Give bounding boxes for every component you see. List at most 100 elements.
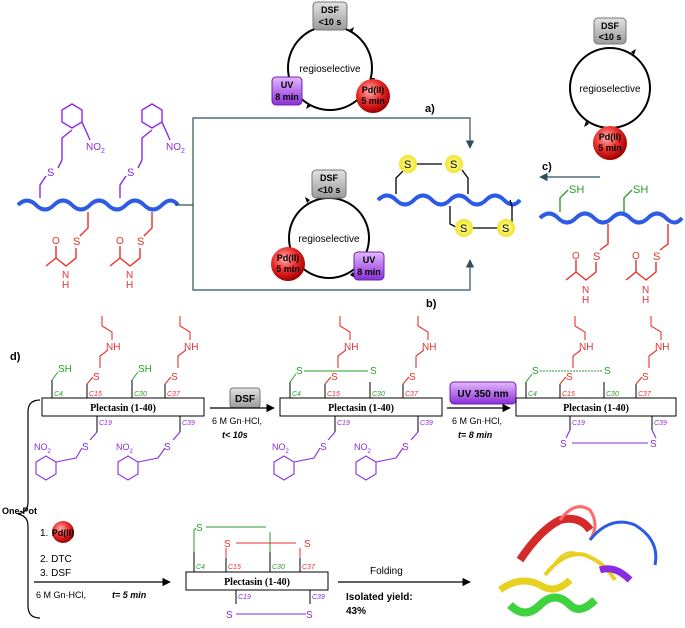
step-1-time: t< 10s [222,430,248,440]
thiol-sh: SH [633,184,648,196]
yield-label: Isolated yield: [346,592,413,603]
thioether-s: S [47,167,54,179]
svg-text:UV: UV [281,80,294,90]
svg-text:5 min: 5 min [276,264,300,274]
acm-n: N [582,285,589,296]
residue-c4: C4 [292,391,301,398]
peptide-backbone-wave [16,198,180,212]
plectasin-bar [41,397,205,417]
svg-text:<10 s: <10 s [318,185,341,195]
acm-s: S [171,372,178,383]
peptide-1: Plectasin (1-40) SH SH S NH S NH C4 C15 [34,316,205,481]
residue-c4: C4 [528,391,537,398]
disulfide-s: S [226,610,233,621]
left-peptide: S S NO2 NO2 S S N H O N H O [16,103,185,291]
residue-c37: C37 [302,564,316,571]
svg-text:Pd(II): Pd(II) [362,85,385,95]
panel-label-b: b) [426,298,437,310]
residue-c39: C39 [312,594,325,601]
thioether-s: S [320,442,327,453]
disulfide-s: S [532,366,539,377]
acm-nh: NH [579,342,593,353]
residue-c19: C19 [238,594,251,601]
acm-o: O [572,251,580,262]
cycle-b-arrow-head [305,197,310,203]
svg-text:DSF: DSF [601,21,620,31]
acm-nh: NH [655,342,669,353]
svg-text:<10 s: <10 s [599,32,622,42]
disulfide-s: S [650,439,657,450]
residue-c15: C15 [89,391,102,398]
residue-c37: C37 [638,391,652,398]
folding-step: Folding Isolated yield: 43% [338,566,471,617]
residue-c19: C19 [337,420,350,427]
thiol-sh: SH [569,184,584,196]
thioether-s: S [653,251,660,263]
uv-badge: UV 8 min [353,251,385,281]
peptide-backbone-wave [538,211,684,225]
nitro-group: NO2 [166,142,185,155]
step-2-time: t= 8 min [458,430,493,440]
step-3-n1: 1. [40,528,48,539]
residue-c37: C37 [405,391,419,398]
disulfide-s-highlight [445,155,463,173]
cycle-c-arrow-head [631,49,636,55]
peptide-2: Plectasin (1-40) S S S NH S NH C4 C15 [272,316,443,481]
uv-badge: UV 8 min [271,76,303,106]
cycle-a-arrow-head [306,103,311,109]
svg-text:DSF: DSF [235,394,255,405]
disulfide-s: S [370,366,377,377]
step-3-dtc: 2. DTC [40,554,72,565]
cycle-a-arrow-head [349,27,354,33]
one-pot-label: One-Pot [2,506,37,516]
residue-c30: C30 [272,564,285,571]
svg-text:8 min: 8 min [357,267,381,277]
cycle-a-label: regioselective [299,64,361,75]
cycle-a: regioselective DSF <10 s UV 8 min Pd(II)… [271,1,435,115]
acm-o: O [52,236,60,247]
thioether-s: S [127,167,134,179]
nitro-group: NO2 [116,442,134,455]
acm-s: S [566,372,573,383]
step-2-conditions: 6 M Gn·HCl, [452,416,502,426]
residue-c15: C15 [327,391,340,398]
route-lines [175,117,600,291]
yield-value: 43% [346,606,366,617]
step-3-time: t= 5 min [112,590,147,600]
thiol-sh: SH [58,364,72,375]
disulfide-s-highlight [455,219,473,237]
peptide-backbone-wave [376,193,522,207]
acm-nh: NH [422,342,436,353]
peptide-final: Plectasin (1-40) S S S C4 C15 C30 C37 C1… [185,523,329,621]
disulfide-s: S [502,223,509,235]
product-peptide: S S S S [376,155,522,237]
dsf-badge: DSF <10 s [593,17,627,45]
nitro-group: NO2 [86,142,105,155]
plectasin-label: Plectasin (1-40) [328,403,394,414]
acm-nh: NH [344,342,358,353]
pd-badge: Pd(II) 5 min [593,126,627,160]
residue-c37: C37 [167,391,181,398]
acm-s: S [409,372,416,383]
acm-h: H [62,280,69,291]
disulfide-s: S [450,159,457,171]
residue-c19: C19 [572,420,585,427]
disulfide-s: S [460,223,467,235]
plectasin-label: Plectasin (1-40) [563,403,629,414]
cycle-c: regioselective DSF <10 s Pd(II) 5 min c) [542,17,651,173]
svg-text:<10 s: <10 s [319,17,342,27]
acm-o: O [632,251,640,262]
nitro-group: NO2 [354,442,372,455]
disulfide-s: S [404,159,411,171]
svg-text:5 min: 5 min [598,143,622,153]
disulfide-s: S [196,523,203,534]
acm-n: N [62,270,69,281]
svg-text:DSF: DSF [321,5,340,15]
plectasin-bar [185,571,329,591]
svg-text:Pd(II): Pd(II) [599,132,622,142]
svg-text:Pd(II): Pd(II) [52,528,75,538]
residue-c30: C30 [372,391,385,398]
disulfide-s: S [560,439,567,450]
plectasin-bar [515,397,677,417]
